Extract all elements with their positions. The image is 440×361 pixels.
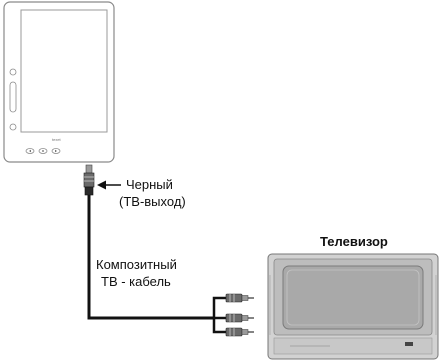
- side-button-top: [9, 68, 17, 76]
- television: [267, 253, 439, 360]
- tv-out-plug: [83, 164, 95, 196]
- tv-title: Телевизор: [320, 234, 388, 249]
- bottom-nav-buttons: [25, 148, 61, 154]
- ebook-reader: [3, 1, 115, 163]
- ebook-screen: [20, 9, 108, 133]
- black-connector-label-line2: (ТВ-выход): [119, 194, 186, 209]
- tv-power-button: [405, 342, 413, 346]
- cable-label-line2: ТВ - кабель: [101, 274, 171, 289]
- composite-cable: [87, 195, 226, 334]
- tv-screen: [282, 265, 424, 330]
- cable-label-line1: Композитный: [96, 257, 177, 272]
- black-connector-label-line1: Черный: [126, 177, 173, 192]
- device-brand-logo: texet: [52, 137, 61, 142]
- side-button-bottom: [9, 123, 17, 131]
- rca-plugs: [225, 293, 254, 337]
- pointer-arrow: [97, 180, 121, 190]
- side-rocker-button: [9, 81, 17, 113]
- rca-plug-2: [225, 313, 254, 323]
- rca-plug-1: [225, 293, 254, 303]
- rca-plug-3: [225, 327, 254, 337]
